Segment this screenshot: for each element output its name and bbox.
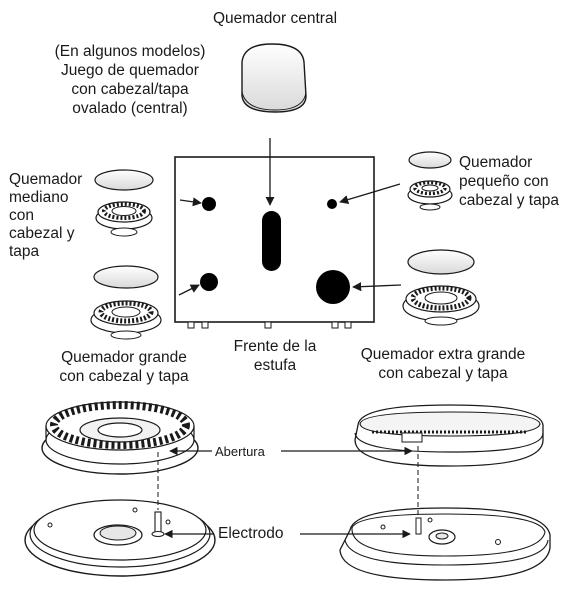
oval-burner-exploded-view	[339, 404, 551, 581]
large-burner-label: Quemador grande con cabezal y tapa	[34, 348, 214, 386]
central-burner-title: Quemador central	[212, 10, 338, 27]
round-burner-exploded-view	[24, 401, 216, 577]
large-burner-illustration	[90, 265, 162, 340]
small-label-line-1: Quemador	[459, 154, 533, 171]
small-burner-position	[327, 199, 337, 209]
large-label-line-2: con cabezal y tapa	[59, 368, 189, 385]
oval-cap-illustration	[241, 43, 307, 113]
stove-front-line-2: estufa	[253, 357, 297, 374]
medium-label-line-1: Quemador	[9, 171, 83, 188]
oval-label-line-3: con cabezal/tapa	[71, 81, 189, 98]
medium-burner-illustration	[94, 169, 154, 237]
opening-label: Abertura	[215, 444, 265, 459]
electrode-label: Electrodo	[218, 525, 284, 542]
oval-label-line-2: Juego de quemador	[61, 62, 199, 79]
extra-large-label-line-2: con cabezal y tapa	[378, 365, 508, 382]
medium-label-line-2: mediano	[9, 189, 69, 206]
stove-top	[174, 156, 375, 329]
extra-large-burner-label: Quemador extra grande con cabezal y tapa	[338, 345, 548, 383]
large-label-line-1: Quemador grande	[61, 349, 187, 366]
extra-large-burner-position	[316, 270, 350, 304]
oval-burner-set-label: (En algunos modelos) Juego de quemador c…	[24, 42, 236, 118]
medium-label-line-4: cabezal y	[9, 225, 75, 242]
medium-label-line-3: con	[9, 207, 34, 224]
small-label-line-2: pequeño con	[459, 173, 549, 190]
medium-label-line-5: tapa	[9, 243, 40, 260]
extra-large-burner-illustration	[402, 249, 480, 326]
medium-burner-label: Quemador mediano con cabezal y tapa	[9, 171, 82, 261]
medium-burner-position	[202, 197, 216, 211]
small-burner-illustration	[407, 151, 453, 211]
stove-front-label: Frente de la estufa	[220, 337, 330, 375]
extra-large-label-line-1: Quemador extra grande	[360, 346, 526, 363]
large-burner-position	[200, 273, 218, 291]
oval-label-line-1: (En algunos modelos)	[54, 43, 206, 60]
oval-label-line-4: ovalado (central)	[72, 100, 188, 117]
central-burner-position	[262, 211, 281, 271]
small-label-line-3: cabezal y tapa	[459, 192, 559, 209]
stove-front-line-1: Frente de la	[233, 338, 317, 355]
small-burner-label: Quemador pequeño con cabezal y tapa	[459, 153, 559, 210]
